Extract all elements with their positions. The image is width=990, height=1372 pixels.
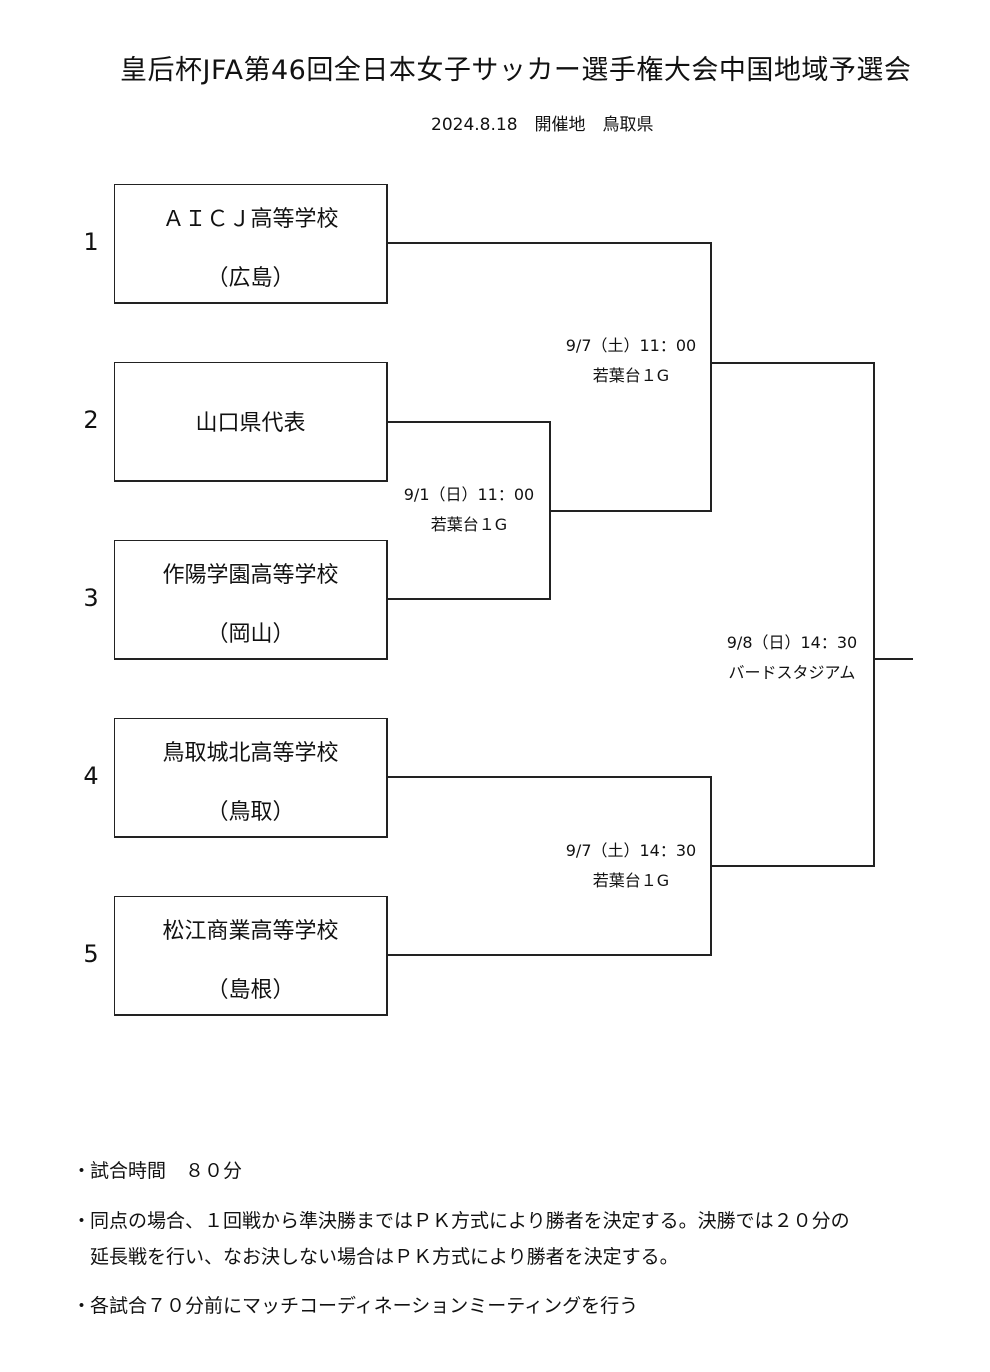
match-info-semi-1: 9/7（土）11：00 若葉台１G [553, 331, 709, 391]
note-text: 同点の場合、１回戦から準決勝まではＰＫ方式により勝者を決定する。決勝では２０分の [90, 1210, 850, 1232]
team-box-5: 松江商業高等学校 （島根） [114, 896, 388, 1016]
bullet: ・ [72, 1160, 92, 1182]
bracket-line-semi2-winner [710, 865, 875, 867]
bracket-line-team3 [387, 598, 551, 600]
note-meeting: ・各試合７０分前にマッチコーディネーションミーティングを行う [72, 1291, 638, 1318]
event-date-venue: 2024.8.18 開催地 鳥取県 [431, 115, 654, 135]
seed-number-2: 2 [83, 406, 99, 434]
bracket-line-champion [873, 658, 913, 660]
note-text: 試合時間 ８０分 [90, 1160, 243, 1182]
bracket-line-team4 [387, 776, 712, 778]
match-venue: 若葉台１G [430, 515, 508, 534]
match-date: 9/7（土）11：00 [565, 336, 697, 355]
note-text: 各試合７０分前にマッチコーディネーションミーティングを行う [90, 1295, 639, 1317]
bracket-line-semi1-winner [710, 362, 875, 364]
match-date: 9/7（土）14：30 [565, 841, 697, 860]
match-info-final: 9/8（日）14：30 バードスタジアム [714, 628, 870, 688]
team-prefecture: （島根） [206, 978, 295, 1003]
bracket-line-first-round-winner [549, 510, 712, 512]
note-tie-rule: ・同点の場合、１回戦から準決勝まではＰＫ方式により勝者を決定する。決勝では２０分… [72, 1206, 850, 1233]
seed-number-3: 3 [83, 584, 99, 612]
match-info-semi-2: 9/7（土）14：30 若葉台１G [553, 836, 709, 896]
bracket-line-team2 [387, 421, 551, 423]
team-name: 松江商業高等学校 [162, 919, 339, 944]
match-venue: 若葉台１G [592, 871, 670, 890]
team-name: 鳥取城北高等学校 [162, 741, 339, 766]
team-prefecture: （広島） [206, 266, 295, 291]
bullet: ・ [72, 1295, 92, 1317]
match-date: 9/1（日）11：00 [403, 485, 535, 504]
seed-number-4: 4 [83, 762, 99, 790]
bullet: ・ [72, 1210, 92, 1232]
team-name: ＡＩＣＪ高等学校 [162, 207, 339, 232]
note-match-time: ・試合時間 ８０分 [72, 1156, 242, 1183]
match-venue: バードスタジアム [728, 663, 856, 682]
match-venue: 若葉台１G [592, 366, 670, 385]
page-title: 皇后杯JFA第46回全日本女子サッカー選手権大会中国地域予選会 [120, 55, 912, 86]
note-tie-rule-continued: 延長戦を行い、なお決しない場合はＰＫ方式により勝者を決定する。 [90, 1246, 679, 1268]
match-date: 9/8（日）14：30 [726, 633, 858, 652]
team-name: 山口県代表 [195, 411, 306, 436]
bracket-line-team1 [387, 242, 712, 244]
team-box-3: 作陽学園高等学校 （岡山） [114, 540, 388, 660]
team-box-4: 鳥取城北高等学校 （鳥取） [114, 718, 388, 838]
team-box-2: 山口県代表 [114, 362, 388, 482]
team-prefecture: （鳥取） [206, 800, 295, 825]
team-prefecture: （岡山） [206, 622, 295, 647]
match-info-first-round: 9/1（日）11：00 若葉台１G [391, 480, 547, 540]
team-box-1: ＡＩＣＪ高等学校 （広島） [114, 184, 388, 304]
seed-number-1: 1 [83, 228, 99, 256]
bracket-line-team5 [387, 954, 712, 956]
seed-number-5: 5 [83, 940, 99, 968]
bracket-line-semi1-vertical [710, 242, 712, 512]
team-name: 作陽学園高等学校 [162, 563, 339, 588]
bracket-line-final-vertical [873, 362, 875, 867]
